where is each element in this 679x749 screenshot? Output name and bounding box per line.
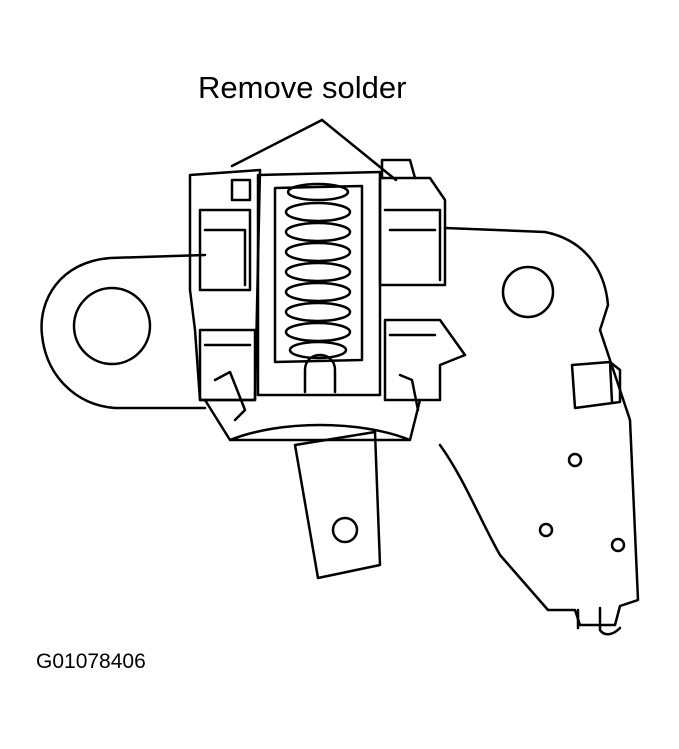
- callout-label: Remove solder: [198, 70, 407, 105]
- right-lower-block: [383, 318, 467, 402]
- right-mounting-plate: [438, 226, 640, 636]
- figure-id: G01078406: [36, 650, 146, 673]
- left-lower-block: [198, 328, 257, 402]
- right-upper-block: [378, 176, 447, 287]
- small-hole: [538, 522, 554, 538]
- right-mounting-hole: [501, 265, 555, 319]
- small-hole: [610, 537, 626, 553]
- small-hole: [567, 452, 583, 468]
- left-mounting-lobe: [40, 253, 207, 410]
- left-mounting-hole: [72, 286, 152, 366]
- carbon-brush: [293, 430, 382, 580]
- brush-box: [256, 170, 382, 397]
- connector-terminal: [570, 360, 622, 410]
- spring: [284, 182, 352, 360]
- brush-housing: [188, 158, 467, 442]
- leader-lines: [230, 118, 398, 182]
- brush-hole: [331, 516, 359, 544]
